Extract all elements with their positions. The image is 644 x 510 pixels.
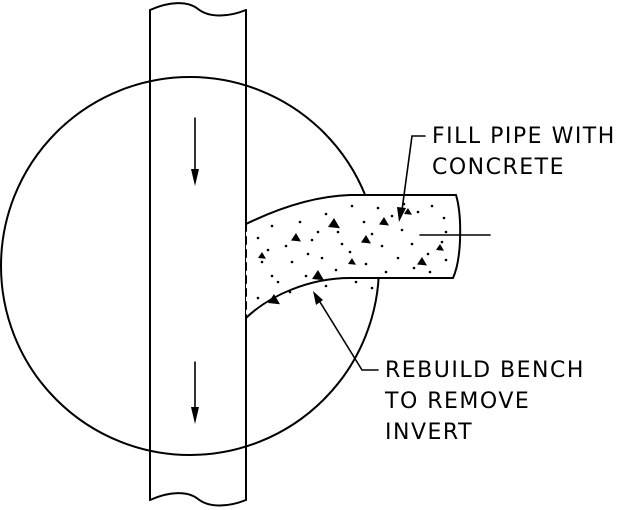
leader-arrow-icon (397, 207, 406, 222)
main-pipe-top-break (149, 2, 247, 17)
fill-pipe-line-2: CONCRETE (432, 155, 565, 180)
lateral-pipe-top-wall (245, 194, 457, 225)
concrete-speckles (256, 202, 448, 305)
lateral-pipe-bottom-wall (245, 277, 454, 319)
fill-pipe-leader (397, 135, 426, 222)
leader-arrow-icon (313, 291, 323, 305)
main-pipe (149, 2, 247, 507)
concrete-filled-lateral-pipe (245, 194, 462, 319)
fill-pipe-line-1: FILL PIPE WITH (432, 124, 616, 149)
flow-arrow-down-icon (191, 361, 199, 424)
rebuild-bench-callout: REBUILD BENCH TO REMOVE INVERT (384, 358, 585, 445)
fill-pipe-callout: FILL PIPE WITH CONCRETE (432, 124, 616, 180)
rebuild-bench-line-1: REBUILD BENCH (385, 358, 585, 383)
rebuild-bench-line-3: INVERT (385, 420, 473, 445)
lateral-pipe-break (452, 194, 462, 279)
rebuild-bench-leader (313, 291, 379, 371)
main-pipe-bottom-break (149, 492, 247, 507)
rebuild-bench-line-2: TO REMOVE (384, 389, 530, 414)
flow-arrow-down-icon (191, 117, 199, 186)
